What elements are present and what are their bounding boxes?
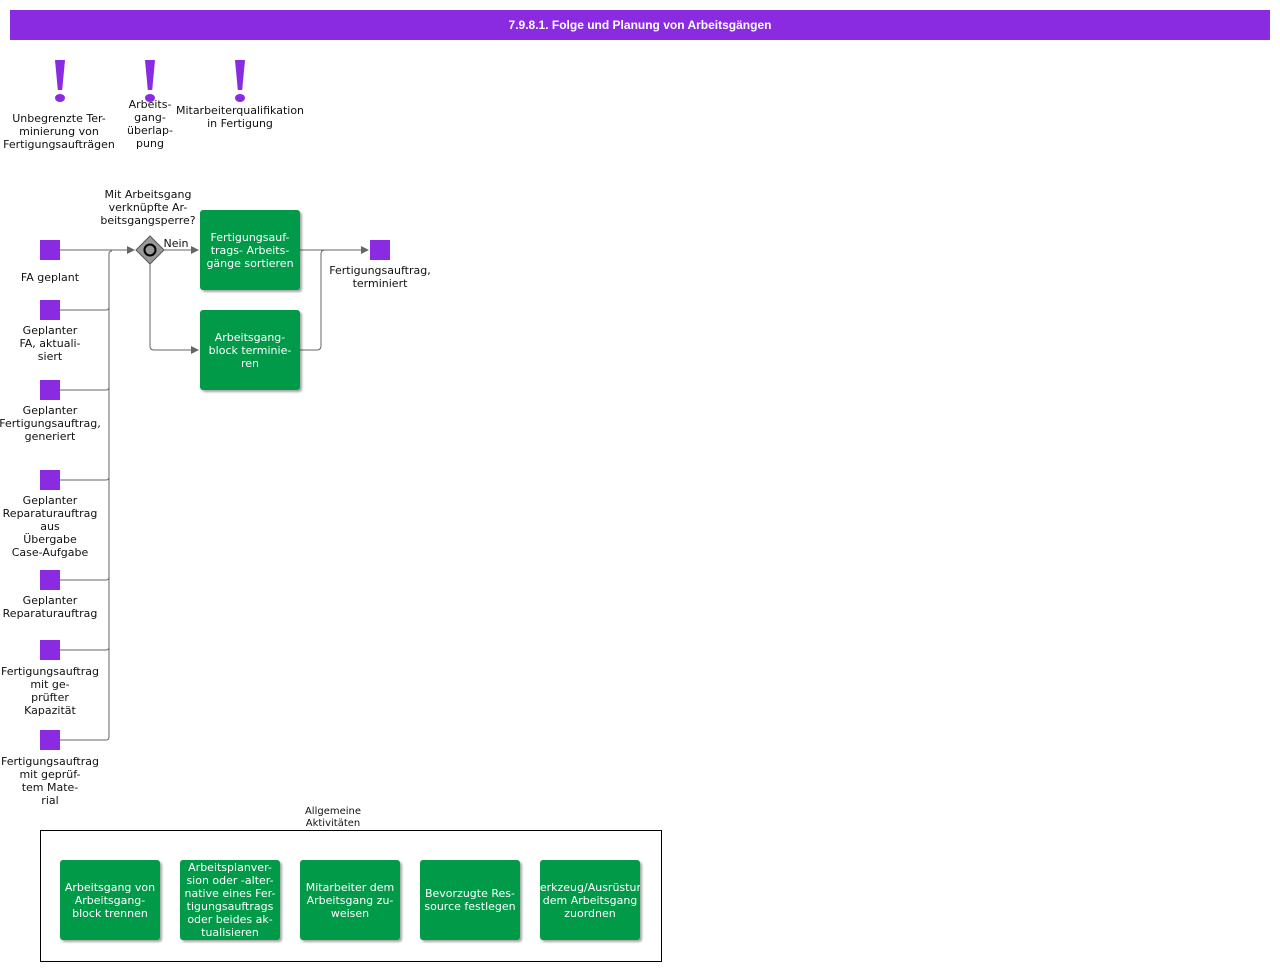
gateway-diamond-icon	[135, 235, 165, 265]
start-event-label: Fertigungsauftrag mit ge- prüfter Kapazi…	[1, 665, 99, 717]
start-event-label: Geplanter Reparaturauftrag aus Übergabe …	[2, 494, 98, 559]
exclamation-icon	[138, 60, 162, 102]
note-label: Unbegrenzte Ter- minierung von Fertigung…	[3, 112, 115, 151]
exclamation-icon	[48, 60, 72, 102]
start-event	[40, 730, 60, 750]
start-event-label: Geplanter Fertigungsauftrag, generiert	[0, 404, 101, 443]
start-event	[40, 380, 60, 400]
start-event	[40, 240, 60, 260]
start-event-label: Geplanter Reparaturauftrag	[2, 594, 98, 620]
gateway-branch-label: Nein	[163, 237, 189, 250]
start-event-label: Geplanter FA, aktuali- siert	[19, 324, 81, 363]
exclamation-icon	[228, 60, 252, 102]
activity-sort-operations[interactable]: Fertigungsauf- trags- Arbeits- gänge sor…	[200, 210, 300, 290]
gateway-question: Mit Arbeitsgang verknüpfte Ar- beitsgang…	[100, 188, 196, 227]
connector	[60, 640, 110, 741]
activity-split-operation[interactable]: Arbeitsgang von Arbeitsgang- block trenn…	[60, 860, 160, 940]
activity-update-routing-version[interactable]: Arbeitsplanver- sion oder -alter- native…	[180, 860, 280, 940]
connector	[149, 264, 199, 354]
activity-assign-worker[interactable]: Mitarbeiter dem Arbeitsgang zu- weisen	[300, 860, 400, 940]
start-event	[40, 470, 60, 490]
end-event	[370, 240, 390, 260]
general-activities-group	[40, 830, 662, 962]
group-label: Allgemeine Aktivitäten	[304, 806, 362, 828]
activity-schedule-block[interactable]: Arbeitsgang- block terminie- ren	[200, 310, 300, 390]
start-event	[40, 300, 60, 320]
activity-assign-tool[interactable]: Werkzeug/Ausrüstung dem Arbeitsgang zuor…	[540, 860, 640, 940]
start-event	[40, 640, 60, 660]
note-label: Mitarbeiterqualifikation in Fertigung	[175, 104, 305, 130]
start-event	[40, 570, 60, 590]
start-event-label: Fertigungsauftrag mit geprüf- tem Mate- …	[1, 755, 99, 807]
start-event-label: FA geplant	[20, 271, 80, 284]
note-label: Arbeits- gang- überlap- pung	[127, 98, 173, 150]
connector	[300, 249, 326, 351]
diagram-title: 7.9.8.1. Folge und Planung von Arbeitsgä…	[10, 10, 1270, 40]
activity-preferred-resource[interactable]: Bevorzugte Res- source festlegen	[420, 860, 520, 940]
end-event-label: Fertigungsauftrag, terminiert	[329, 264, 431, 290]
